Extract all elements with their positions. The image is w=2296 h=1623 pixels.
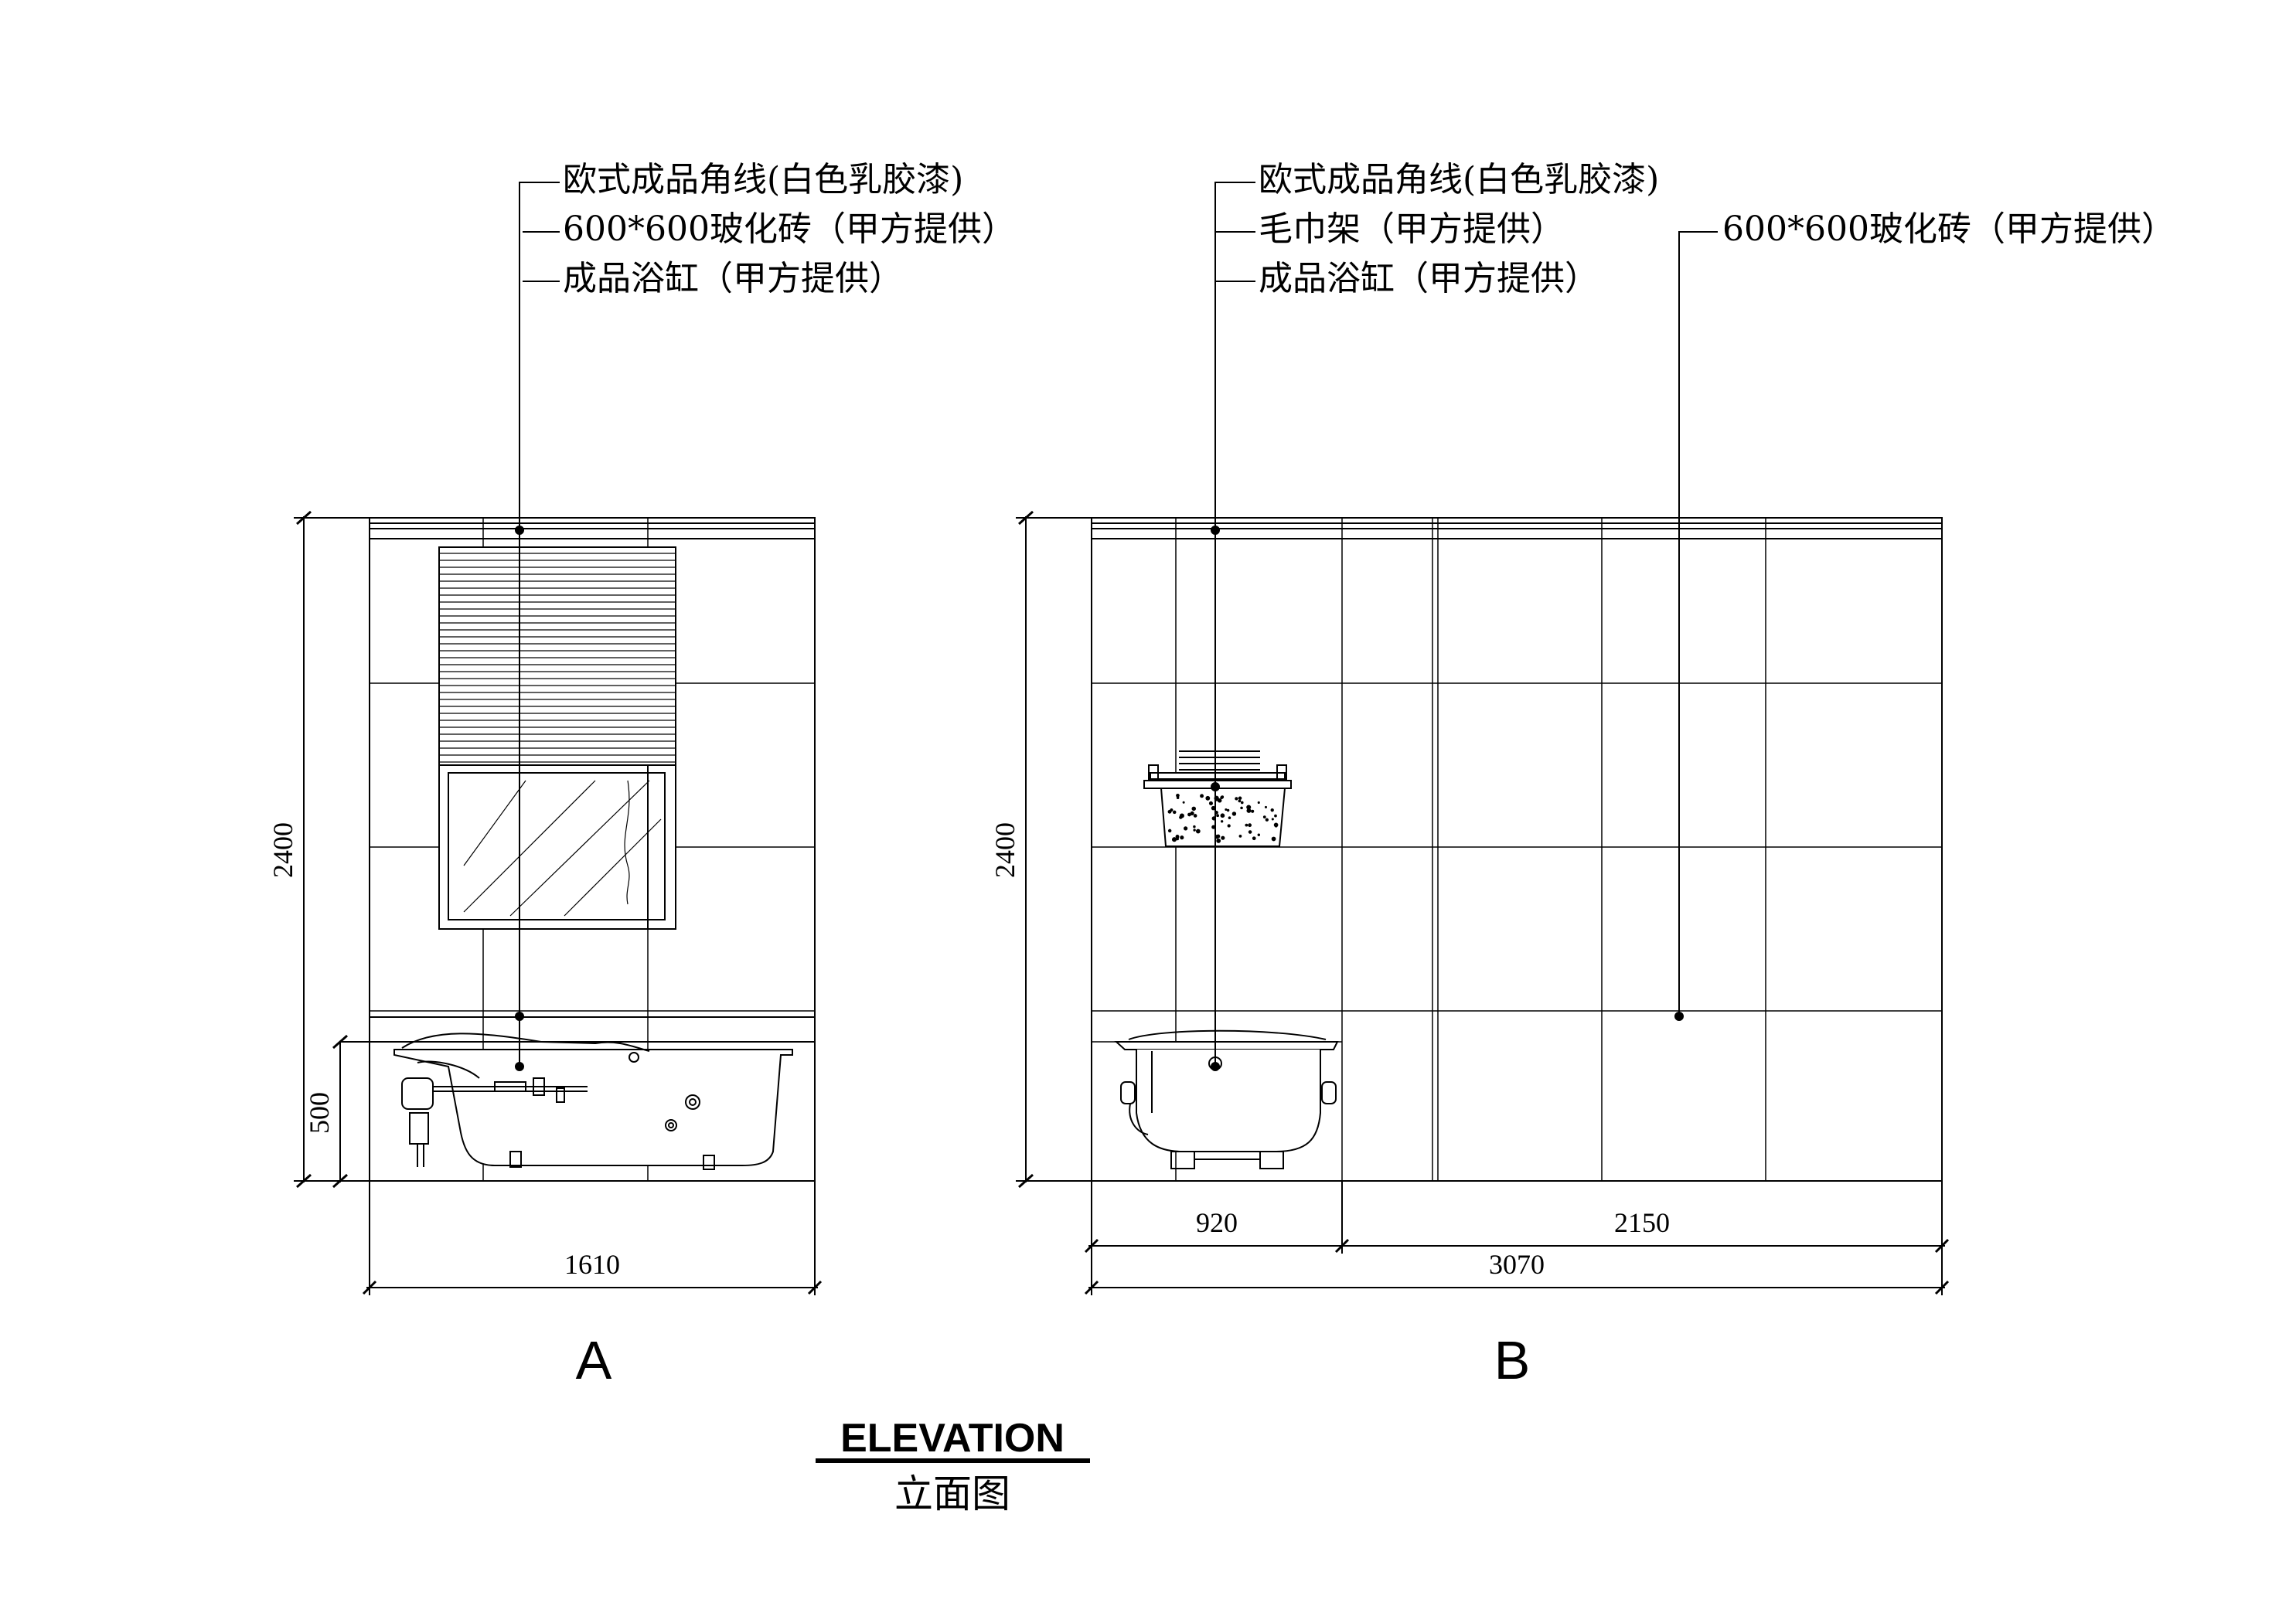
bathtub-end-view	[1114, 1029, 1339, 1169]
elevation-a	[294, 182, 823, 1295]
window-glass	[438, 764, 676, 930]
towel-speckle	[1179, 815, 1183, 819]
towel-speckle	[1171, 837, 1177, 842]
towel-speckle	[1225, 808, 1228, 812]
towel-speckle	[1227, 824, 1231, 828]
towel-speckle	[1220, 820, 1224, 823]
bath-ledge-a	[340, 1016, 815, 1043]
b-label-towel-rack: 毛巾架（甲方提供）	[1259, 209, 1565, 249]
towel-speckle	[1193, 825, 1196, 829]
towel-speckle	[1221, 835, 1225, 840]
towel-speckle	[1193, 814, 1197, 818]
towel-speckle	[1231, 812, 1237, 816]
b-dim-left: 920	[1196, 1207, 1238, 1238]
towel-speckle	[1228, 816, 1231, 819]
towel-speckle	[1220, 795, 1224, 800]
towel-speckle	[1257, 801, 1260, 805]
towel-speckle	[1240, 801, 1244, 805]
towel-speckle	[1216, 814, 1220, 818]
wall-b-outline	[1091, 517, 1943, 1182]
b-label-moulding: 欧式成品角线(白色乳胶漆)	[1259, 160, 1659, 199]
towel-speckle	[1274, 814, 1277, 818]
towel-speckle	[1274, 825, 1278, 828]
a-dim-width: 1610	[564, 1249, 620, 1280]
towel-speckle	[1252, 836, 1256, 841]
title-english: ELEVATION	[840, 1416, 1065, 1461]
towel-speckle	[1238, 799, 1242, 803]
towel-speckle	[1208, 801, 1214, 805]
elevation-a-letter: A	[576, 1330, 612, 1390]
towel-speckle	[1226, 808, 1230, 812]
elevation-b-letter: B	[1494, 1330, 1531, 1390]
towel-speckle	[1172, 810, 1177, 815]
towel-speckle	[1205, 795, 1211, 801]
towel-speckle	[1167, 829, 1172, 833]
towel-speckle	[1262, 815, 1266, 819]
b-label-bathtub: 成品浴缸（甲方提供）	[1259, 259, 1599, 298]
a-label-tile: 600*600玻化砖（甲方提供）	[563, 209, 1016, 249]
b-label-tile: 600*600玻化砖（甲方提供）	[1722, 209, 2175, 249]
dim-height-b	[1016, 510, 1092, 1189]
bathtub-side-view	[393, 1033, 793, 1170]
towel-speckle	[1240, 806, 1243, 810]
towel-speckle	[1182, 801, 1185, 804]
towel-speckle	[1271, 818, 1274, 821]
towel-speckle	[1176, 796, 1180, 800]
towel-speckle	[1264, 805, 1268, 808]
crown-moulding-b	[1092, 522, 1942, 539]
towel-speckle	[1246, 808, 1252, 813]
dim-height-a	[294, 510, 370, 1189]
towel-speckle	[1220, 813, 1225, 818]
a-dim-sub-height: 500	[304, 1092, 335, 1134]
title-chinese: 立面图	[894, 1472, 1010, 1516]
towel-speckle	[1191, 806, 1197, 812]
towel-speckle	[1184, 826, 1188, 831]
b-dim-height: 2400	[990, 822, 1020, 878]
towel-speckle	[1180, 835, 1184, 840]
wall-a-outline	[369, 517, 816, 1182]
leader-b	[1211, 182, 1718, 1071]
towel-speckle	[1265, 818, 1269, 822]
towel-speckle	[1200, 794, 1204, 798]
towel-speckle	[1271, 836, 1276, 842]
a-dim-height: 2400	[267, 822, 298, 878]
towel-speckle	[1251, 809, 1255, 813]
towel-speckle	[1193, 829, 1196, 832]
towel-speckle	[1248, 830, 1252, 834]
towel-rack	[1143, 750, 1292, 847]
elevation-b	[1016, 182, 1950, 1295]
towel-speckle	[1217, 798, 1222, 803]
towel-speckle	[1167, 809, 1172, 814]
towel-speckle	[1245, 823, 1248, 827]
towel-speckle	[1176, 837, 1180, 841]
crown-moulding-a	[370, 522, 815, 539]
window-blinds	[438, 546, 676, 772]
dim-width-b	[1084, 1181, 1950, 1295]
towel-speckle	[1238, 796, 1242, 801]
b-dim-width: 3070	[1489, 1249, 1545, 1280]
towel-speckle	[1195, 829, 1201, 834]
dim-width-a	[362, 1181, 823, 1295]
towel-speckle	[1216, 839, 1221, 843]
towel-speckle	[1257, 833, 1261, 837]
towel-speckle	[1248, 823, 1252, 828]
towel-speckle	[1235, 797, 1238, 801]
b-dim-right: 2150	[1614, 1207, 1670, 1238]
a-label-bathtub: 成品浴缸（甲方提供）	[563, 259, 903, 298]
towel-speckle	[1190, 811, 1194, 815]
towel-speckle	[1238, 835, 1242, 838]
towel-speckle	[1270, 808, 1274, 812]
a-label-moulding: 欧式成品角线(白色乳胶漆)	[563, 160, 963, 199]
